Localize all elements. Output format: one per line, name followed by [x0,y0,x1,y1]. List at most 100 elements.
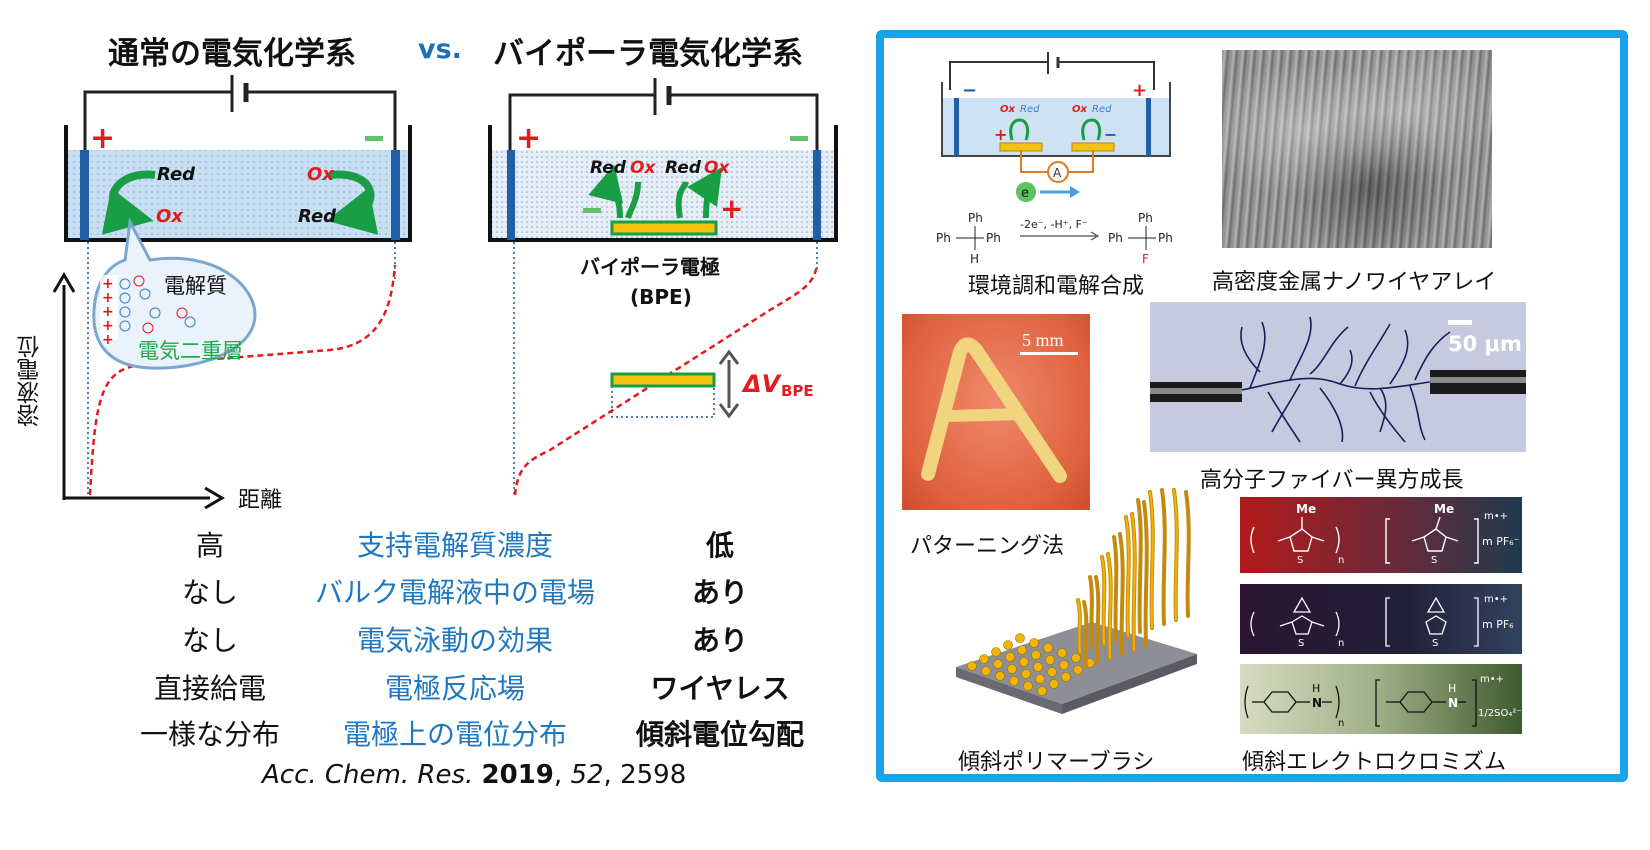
scale-bar [1448,320,1472,325]
ph-label: Ph [968,211,983,225]
double-layer-bubble [92,217,257,370]
y-axis-arrow [52,272,76,293]
bpe-left [999,142,1043,152]
cell-container [941,82,1171,157]
bpe-right-arrow [675,181,689,219]
amine-n: N [1448,696,1458,710]
delta-v-subscript: BPE [781,382,814,400]
bipolar-value: あり [691,576,748,609]
ammeter [1047,161,1069,183]
bpe-plus: + [994,125,1007,144]
bipolar-value: 低 [705,529,734,562]
panel-label-fiber: 高分子ファイバー異方成長 [1200,468,1464,493]
bipolar-electrode [610,220,718,236]
minus-sign [365,136,383,141]
wire [508,93,655,152]
electrochromism-strip-2: S S n m•+ m PF₆ [1240,584,1522,654]
citation-pages: 2598 [620,760,687,790]
red-left-label: Red [157,164,196,185]
svg-text:+: + [102,290,114,306]
ammeter-label: A [1053,166,1062,180]
ph-label: Ph [936,231,951,245]
amine-h: H [1312,682,1320,695]
property-label: 電極上の電位分布 [342,718,567,751]
counter-ion-label: m PF₆ [1482,618,1514,631]
repeat-n: n [1338,718,1344,729]
wire [83,90,232,152]
conventional-value: なし [181,576,238,609]
positive-ions: +++++ [102,276,114,348]
svg-text:+: + [102,276,114,292]
comparison-row: 一様な分布 電極上の電位分布 傾斜電位勾配 [130,713,830,753]
bpe-right [1071,142,1115,152]
bpe-left-arrow [625,181,641,219]
ox-label: Ox [630,158,656,178]
property-label: 電気泳動の効果 [356,624,553,657]
red-label: Red [1092,104,1112,115]
conventional-value: 高 [195,529,224,562]
svg-text:+: + [102,304,114,320]
applications-panel [876,30,1628,782]
panel-label-brush: 傾斜ポリマーブラシ [958,750,1155,775]
ammeter-wire [1020,151,1048,173]
wire [1058,61,1155,90]
fiber-growth-image: 50 μm [1150,302,1526,452]
double-layer-label: 電気二重層 [138,339,243,363]
ox-right-label: Ox [307,164,335,185]
amine-n: N [1312,696,1322,710]
bpe-plus-sign: + [720,192,743,225]
bipolar-cell-diagram: + Red Ox Red Ox + バイポーラ電極 (BPE) ΔV BPE [488,78,838,496]
methyl-label: Me [1296,502,1316,516]
delta-v-arrow-head [718,403,740,419]
minus-sign [790,136,808,141]
title-bipolar: バイポーラ電気化学系 [493,36,803,72]
y-axis-label: 溶液電位 [18,335,44,427]
comparison-row: なし バルク電解液中の電場 あり [130,571,830,611]
repeat-n: n [1338,555,1344,566]
citation-volume: 52 [570,760,604,790]
charge-label: m•+ [1484,511,1508,522]
property-label: 支持電解質濃度 [356,529,553,562]
counter-ion-label: m PF₆⁻ [1482,535,1520,548]
svg-text:+: + [102,318,114,334]
cell-plus: + [1132,80,1147,101]
bpe-left-arrow [588,164,624,219]
ph-label: Ph [986,231,1001,245]
red-label: Red [1020,104,1040,115]
electrolyte-label: 電解質 [164,274,227,298]
electrochromism-strip-1: Me Me S S n m•+ m PF₆⁻ [1240,497,1522,573]
red-label: Red [665,158,702,178]
svg-text:+: + [102,332,114,348]
bpe-minus: − [1104,125,1117,144]
ph-label: Ph [1138,211,1153,225]
citation-journal: Acc. Chem. Res. [262,760,474,790]
x-axis-label: 距離 [238,488,282,510]
wire [949,61,1048,90]
panel-label-patterning: パターニング法 [910,534,1065,559]
ph-label: Ph [1158,231,1173,245]
panel-label-nanowire: 高密度金属ナノワイヤアレイ [1212,270,1497,295]
bpe-abbr: (BPE) [630,285,692,309]
polymer-brush-illustration [956,488,1197,714]
citation: Acc. Chem. Res. 2019, 52, 2598 [262,760,687,790]
title-conventional: 通常の電気化学系 [108,36,356,72]
left-reaction-arrow [101,170,156,235]
cell-container [64,125,412,242]
ox-label: Ox [704,158,730,178]
bipolar-value: ワイヤレス [650,672,790,705]
letter-a-pattern [921,337,1067,483]
wire [246,90,397,152]
sulfur-label: S [1298,638,1304,649]
comparison-row: 直接給電 電極反応場 ワイヤレス [130,667,830,707]
charge-label: m•+ [1480,674,1504,685]
feeder-electrode [1146,98,1151,156]
panel-label-electrochromism: 傾斜エレクトロクロミズム [1242,750,1507,775]
electron-label: e [1021,186,1029,201]
plus-sign: + [516,121,541,156]
delta-v-label: ΔV [741,370,783,398]
x-axis-arrow [204,486,225,510]
conventional-value: なし [181,624,238,657]
anode-electrode [80,150,89,240]
panel-label-electrosynthesis: 環境調和電解合成 [968,274,1145,299]
repeat-n: n [1338,638,1344,649]
